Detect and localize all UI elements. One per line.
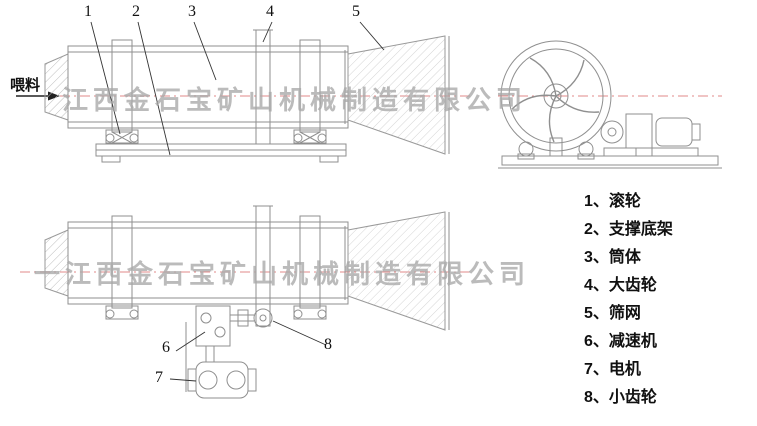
callout-6: 6	[162, 339, 170, 356]
callout-4: 4	[266, 3, 274, 20]
legend-item: 8、小齿轮	[584, 389, 657, 406]
callout-8: 8	[324, 336, 332, 353]
legend-item: 4、大齿轮	[584, 277, 657, 294]
leader-line-4	[262, 21, 273, 43]
legend-item: 1、滚轮	[584, 193, 641, 210]
callout-1: 1	[84, 3, 92, 20]
leader-line-3	[193, 21, 217, 81]
legend-item: 2、支撑底架	[584, 221, 673, 238]
leader-line-6	[175, 331, 206, 352]
feed-label: 喂料	[10, 78, 41, 94]
leader-line-8	[272, 320, 327, 346]
callout-5: 5	[352, 3, 360, 20]
leader-line-7	[169, 378, 197, 382]
bottom-side-view	[20, 205, 472, 399]
legend-item: 5、筛网	[584, 305, 641, 322]
callout-2: 2	[132, 3, 140, 20]
legend-item: 7、电机	[584, 361, 641, 378]
leader-line-1	[90, 21, 121, 135]
callout-3: 3	[188, 3, 196, 20]
parts-legend: 1、滚轮 2、支撑底架 3、筒体 4、大齿轮 5、筛网 6、减速机 7、电机 8…	[584, 188, 749, 412]
callout-7: 7	[155, 369, 163, 386]
leader-lines	[90, 21, 385, 382]
top-side-view	[16, 29, 472, 163]
leader-line-2	[137, 21, 171, 156]
legend-item: 6、减速机	[584, 333, 657, 350]
end-view	[498, 40, 722, 169]
legend-item: 3、筒体	[584, 249, 641, 266]
leader-line-5	[359, 21, 385, 51]
